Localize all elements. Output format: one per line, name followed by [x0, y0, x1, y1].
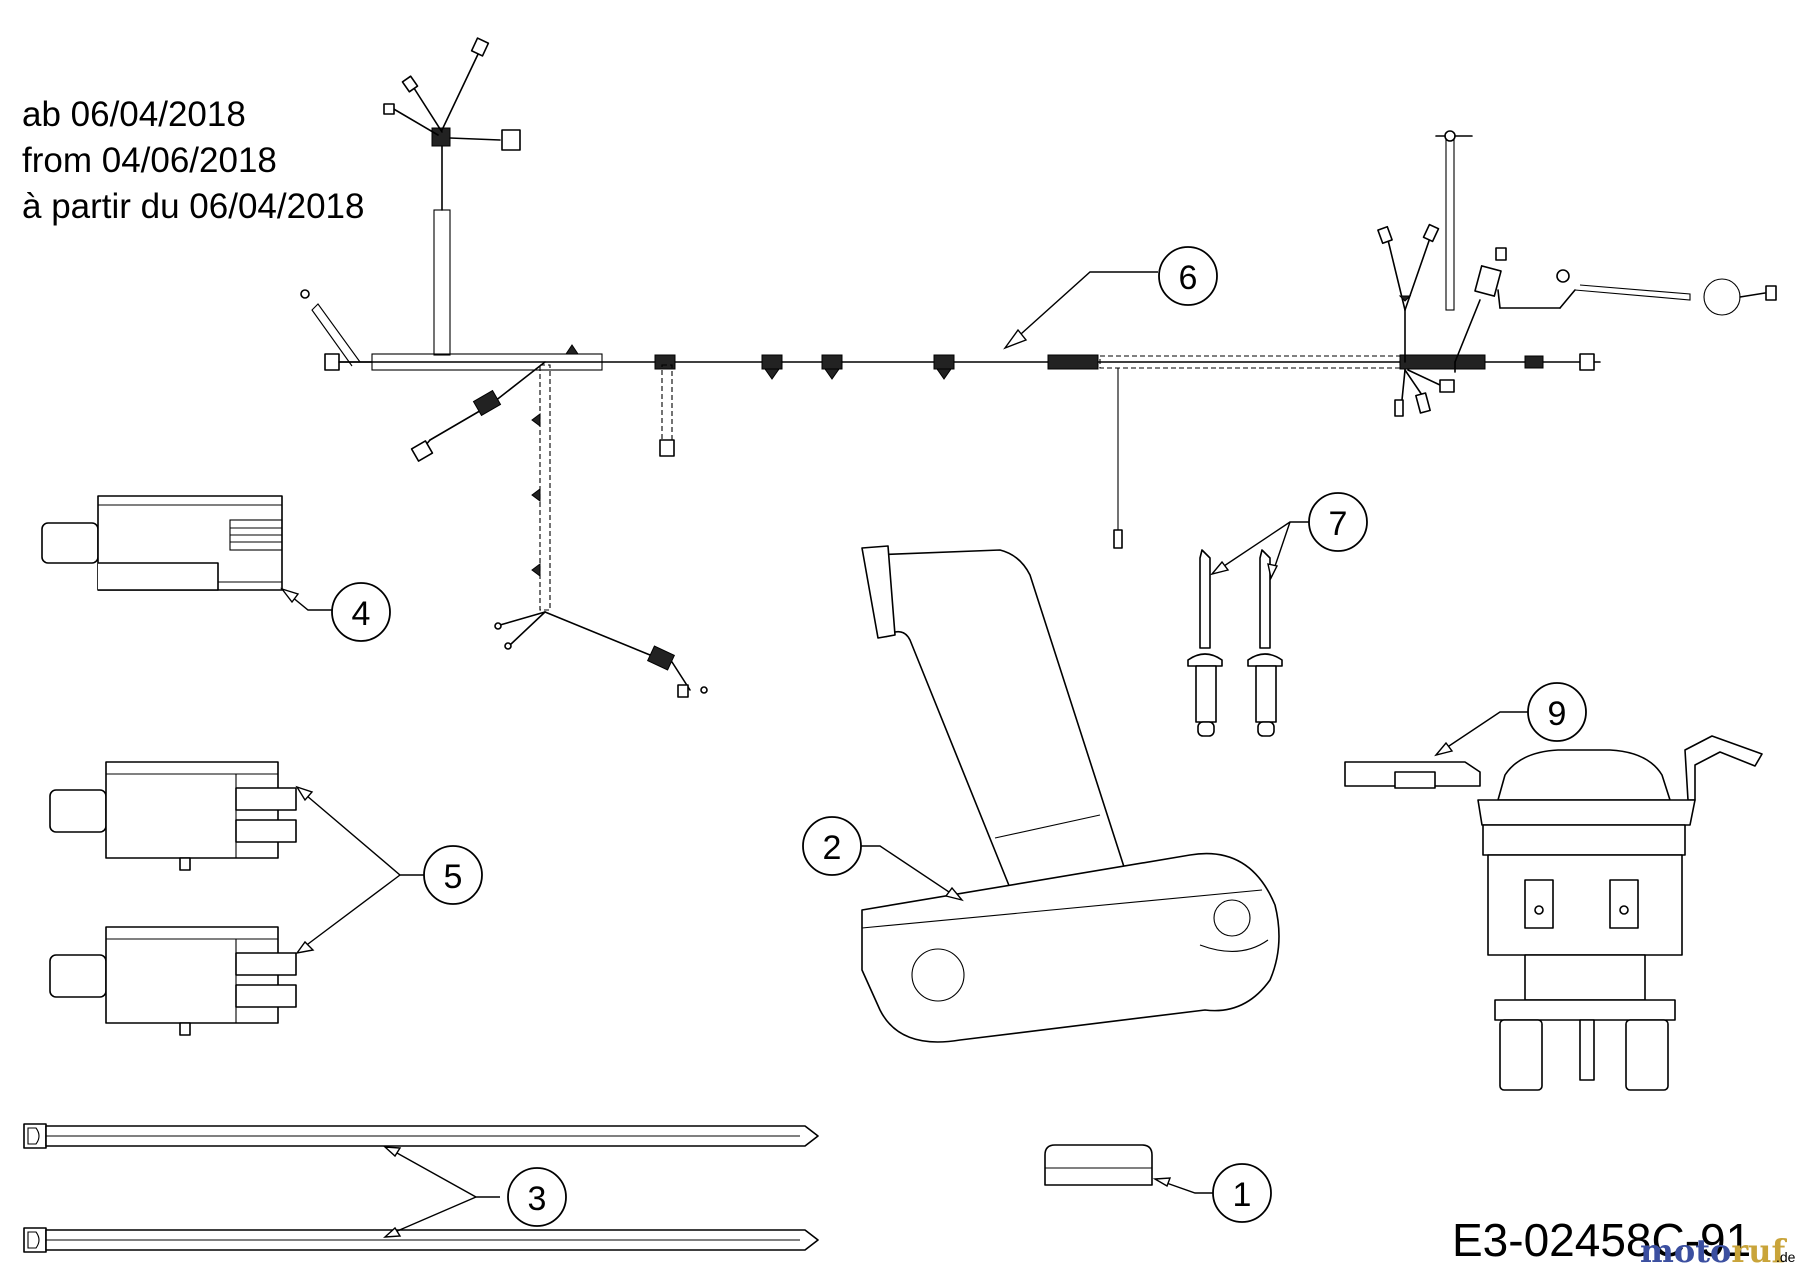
drawing-code: E3-02458C-91	[1452, 1214, 1751, 1266]
svg-text:9: 9	[1548, 695, 1567, 733]
part-3-cable-tie-upper[interactable]	[23, 1123, 819, 1149]
svg-text:3: 3	[528, 1180, 547, 1218]
part-9-solenoid[interactable]	[1344, 735, 1763, 1091]
svg-text:1: 1	[1233, 1176, 1252, 1214]
part-5-switch-upper[interactable]	[49, 761, 297, 871]
callout-4: 4	[331, 582, 391, 642]
callout-9: 9	[1527, 682, 1587, 742]
part-5-switch-lower[interactable]	[49, 926, 297, 1036]
watermark-tld: .de	[1776, 1249, 1796, 1265]
leader-lines	[280, 271, 1532, 1238]
watermark-name: motoruf	[1640, 1232, 1787, 1270]
part-7-rivet-right[interactable]	[1247, 549, 1283, 737]
callout-7: 7	[1308, 492, 1368, 552]
watermark-logo: motoruf .de	[1640, 1232, 1796, 1270]
callout-1: 1	[1212, 1163, 1272, 1223]
svg-text:4: 4	[352, 595, 371, 633]
part-7-rivet-left[interactable]	[1187, 549, 1223, 737]
date-note-fr: à partir du 06/04/2018	[22, 187, 364, 226]
part-1-plug[interactable]	[1044, 1144, 1153, 1186]
part-4-switch[interactable]	[41, 495, 283, 591]
callout-5: 5	[423, 845, 483, 905]
wiring-harness[interactable]	[300, 37, 1777, 698]
svg-text:7: 7	[1329, 505, 1348, 543]
callout-6: 6	[1158, 246, 1218, 306]
date-note-en: from 04/06/2018	[22, 141, 277, 180]
svg-text:2: 2	[823, 829, 842, 867]
callout-2: 2	[802, 816, 862, 876]
callout-3: 3	[507, 1167, 567, 1227]
part-3-cable-tie-lower[interactable]	[23, 1227, 819, 1253]
part-2-pedal-arm[interactable]	[861, 545, 1280, 1043]
svg-text:6: 6	[1179, 259, 1198, 297]
svg-text:5: 5	[444, 858, 463, 896]
date-note-de: ab 06/04/2018	[22, 95, 246, 134]
